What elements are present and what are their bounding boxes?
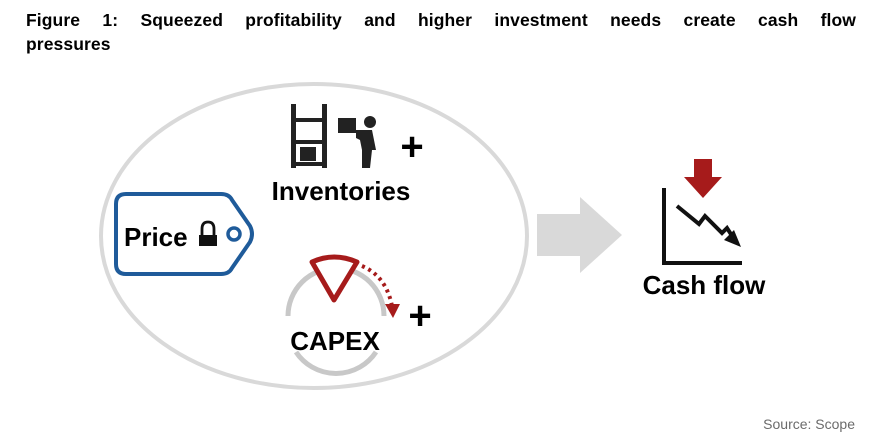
source-note: Source: Scope bbox=[763, 416, 855, 432]
figure-title: Figure 1: Squeezed profitability and hig… bbox=[26, 8, 856, 56]
gauge-icon bbox=[285, 254, 400, 376]
declining-chart-icon bbox=[662, 159, 742, 265]
price-label: Price bbox=[124, 222, 188, 252]
inventories-label: Inventories bbox=[272, 176, 411, 206]
inventories-plus-sign: + bbox=[400, 125, 423, 169]
capex-label: CAPEX bbox=[290, 326, 380, 356]
price-tag-lock-icon bbox=[114, 192, 254, 276]
warehouse-worker-icon bbox=[291, 104, 376, 168]
cash-flow-label: Cash flow bbox=[643, 270, 767, 300]
right-arrow-icon bbox=[537, 197, 622, 273]
capex-plus-sign: + bbox=[408, 294, 431, 338]
drivers-ellipse bbox=[99, 82, 529, 390]
figure-title-line1: Figure 1: Squeezed profitability and hig… bbox=[26, 10, 856, 30]
figure-title-line2: pressures bbox=[26, 34, 111, 54]
